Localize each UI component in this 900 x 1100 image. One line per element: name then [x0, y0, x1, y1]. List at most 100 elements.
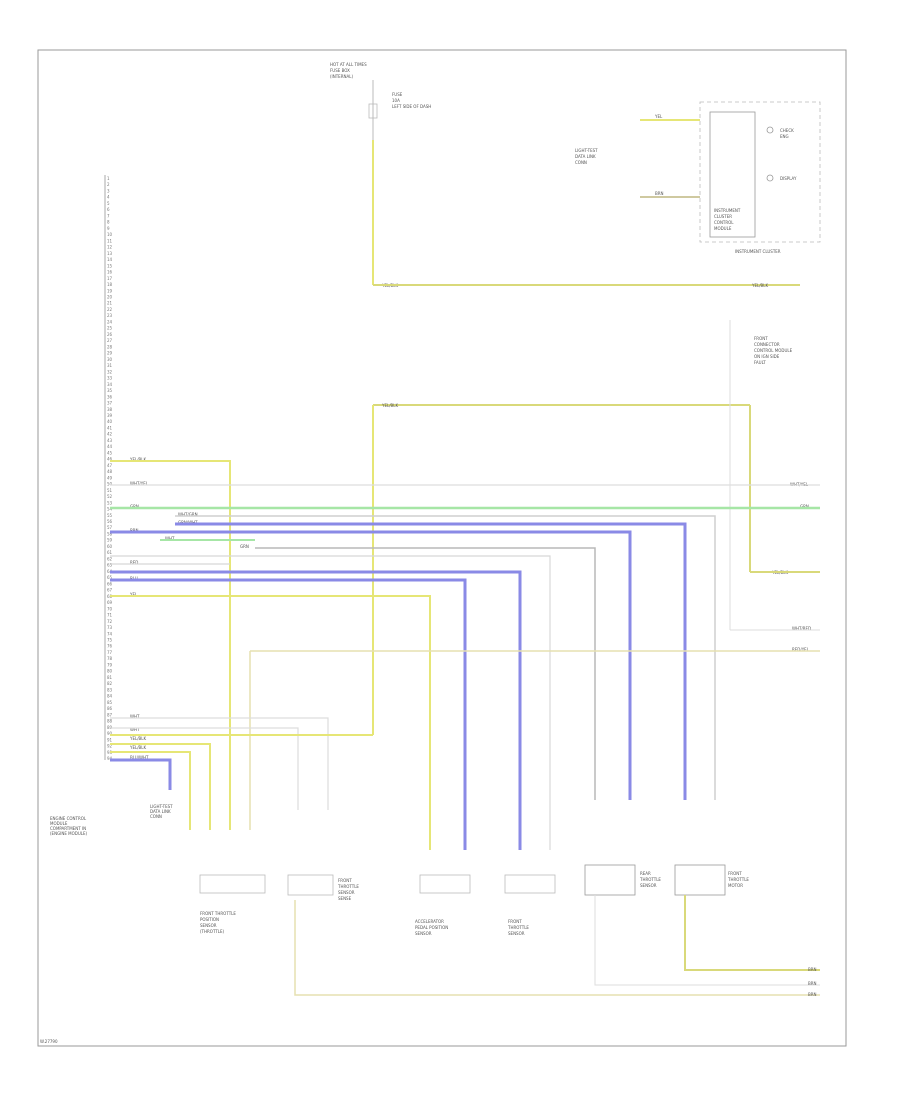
ecm-pin-number: 23 — [107, 313, 113, 318]
ecm-pin-number: 17 — [107, 276, 113, 281]
svg-text:THROTTLE: THROTTLE — [639, 877, 661, 882]
svg-text:RED: RED — [130, 560, 138, 565]
svg-text:FRONT THROTTLE: FRONT THROTTLE — [200, 911, 236, 916]
svg-text:DATA LINK: DATA LINK — [575, 154, 596, 159]
svg-text:ON IGN SIDE: ON IGN SIDE — [754, 354, 780, 359]
ecm-pin-number: 14 — [107, 257, 113, 262]
fuse-feed: HOT AT ALL TIMES FUSE BOX (INTERNAL) FUS… — [330, 62, 800, 735]
svg-text:DISPLAY: DISPLAY — [780, 176, 797, 181]
ecm-pin-number: 42 — [107, 432, 113, 437]
svg-text:GRN: GRN — [800, 504, 809, 509]
ecm-pin-number: 1 — [107, 176, 110, 181]
ecm-pin-number: 73 — [107, 625, 113, 630]
svg-text:POSITION: POSITION — [200, 917, 219, 922]
ecm-pin-number: 52 — [107, 494, 113, 499]
ecm-caption: ENGINE CONTROL MODULE COMPARTMENT IN (EN… — [50, 816, 88, 836]
svg-text:YEL/BLK: YEL/BLK — [751, 283, 769, 288]
ecm-pin-number: 27 — [107, 338, 113, 343]
svg-text:SENSOR: SENSOR — [200, 923, 217, 928]
ecm-pin-number: 51 — [107, 488, 113, 493]
ecm-pin-number: 12 — [107, 245, 113, 250]
ecm-pin-number: 77 — [107, 650, 113, 655]
ecm-pin-number: 58 — [107, 531, 113, 536]
ecm-pin-number: 53 — [107, 500, 113, 505]
ecm-pin-number: 50 — [107, 482, 113, 487]
ecm-pin-number: 85 — [107, 700, 113, 705]
svg-text:DATA LINK: DATA LINK — [150, 809, 171, 814]
ecm-pin-number: 54 — [107, 507, 113, 512]
ground-wires: BRN BRN BRN — [294, 895, 820, 997]
ecm-pin-number: 18 — [107, 282, 113, 287]
ecm-pin-number: 72 — [107, 619, 113, 624]
svg-text:COMPARTMENT IN: COMPARTMENT IN — [50, 826, 86, 831]
ecm-pin-number: 79 — [107, 662, 113, 667]
svg-text:FAULT: FAULT — [754, 360, 766, 365]
svg-text:YEL/BLK: YEL/BLK — [129, 736, 147, 741]
svg-text:LIGHT-TEST: LIGHT-TEST — [575, 148, 598, 153]
ecm-pin-number: 30 — [107, 357, 113, 362]
ecm-pin-number: 65 — [107, 575, 113, 580]
ecm-pin-number: 66 — [107, 581, 113, 586]
ecm-pin-number: 71 — [107, 613, 113, 618]
svg-text:BRN: BRN — [808, 992, 817, 997]
ecm-pin-number: 94 — [107, 756, 113, 761]
svg-text:WHT: WHT — [165, 536, 175, 541]
ecm-pin-number: 9 — [107, 226, 110, 231]
svg-text:SENSOR: SENSOR — [338, 890, 355, 895]
ecm-pin-number: 56 — [107, 519, 113, 524]
ecm-pin-number: 59 — [107, 538, 113, 543]
ecm-pin-number: 20 — [107, 294, 113, 299]
ecm-pin-number: 40 — [107, 419, 113, 424]
ecm-pin-number: 45 — [107, 450, 113, 455]
svg-text:LEFT SIDE OF DASH: LEFT SIDE OF DASH — [392, 104, 431, 109]
ecm-pin-number: 74 — [107, 631, 113, 636]
ecm-pin-number: 83 — [107, 687, 113, 692]
svg-text:CONN: CONN — [150, 814, 162, 819]
ecm-pin-number: 55 — [107, 513, 113, 518]
ecm-pin-number: 92 — [107, 744, 113, 749]
ecm-pin-number: 46 — [107, 457, 113, 462]
svg-text:BRN: BRN — [808, 967, 817, 972]
ecm-pin-number: 16 — [107, 270, 113, 275]
ecm-pin-number: 32 — [107, 369, 113, 374]
ecm-pin-number: 36 — [107, 394, 113, 399]
svg-text:WHT/YEL: WHT/YEL — [130, 481, 149, 486]
ecm-pin-number: 47 — [107, 463, 113, 468]
svg-text:FRONT: FRONT — [508, 919, 522, 924]
ecm-pin-number: 29 — [107, 351, 113, 356]
ecm-pin-number: 5 — [107, 201, 110, 206]
ecm-pin-number: 25 — [107, 326, 113, 331]
ecm-pin-number: 35 — [107, 388, 113, 393]
ecm-pin-number: 39 — [107, 413, 113, 418]
svg-text:YEL/BLK: YEL/BLK — [129, 745, 147, 750]
svg-text:THROTTLE: THROTTLE — [727, 877, 749, 882]
svg-text:ENGINE CONTROL: ENGINE CONTROL — [50, 816, 87, 821]
svg-text:BRN: BRN — [655, 191, 664, 196]
ecm-pin-number: 4 — [107, 195, 110, 200]
ecm-pin-number: 61 — [107, 550, 113, 555]
svg-text:YEL: YEL — [129, 592, 138, 597]
ecm-pin-number: 86 — [107, 706, 113, 711]
ecm-pin-list: 1234567891011121314151617181920212223242… — [107, 176, 113, 761]
ecm-pin-number: 37 — [107, 401, 113, 406]
ecm-pin-number: 41 — [107, 425, 113, 430]
ecm-pin-number: 6 — [107, 207, 110, 212]
ecm-pin-number: 15 — [107, 263, 113, 268]
ecm-pin-number: 63 — [107, 563, 113, 568]
ecm-pin-number: 7 — [107, 213, 110, 218]
component-front-throttle-sensor-sense: FRONT THROTTLE SENSOR SENSE — [287, 874, 359, 901]
ecm-pin-number: 81 — [107, 675, 113, 680]
svg-text:CONTROL MODULE: CONTROL MODULE — [754, 348, 793, 353]
svg-text:FRONT: FRONT — [754, 336, 768, 341]
ecm-pin-number: 38 — [107, 407, 113, 412]
svg-text:(THROTTLE): (THROTTLE) — [200, 929, 225, 934]
ecm-pin-number: 19 — [107, 288, 113, 293]
svg-text:CONTROL: CONTROL — [714, 220, 734, 225]
svg-text:GRN: GRN — [240, 544, 249, 549]
svg-text:MOTOR: MOTOR — [728, 883, 743, 888]
svg-text:HOT AT ALL TIMES: HOT AT ALL TIMES — [330, 62, 367, 67]
svg-text:THROTTLE: THROTTLE — [337, 884, 359, 889]
ecm-pin-number: 8 — [107, 220, 110, 225]
ecm-pin-number: 60 — [107, 544, 113, 549]
ecm-pin-number: 2 — [107, 182, 110, 187]
